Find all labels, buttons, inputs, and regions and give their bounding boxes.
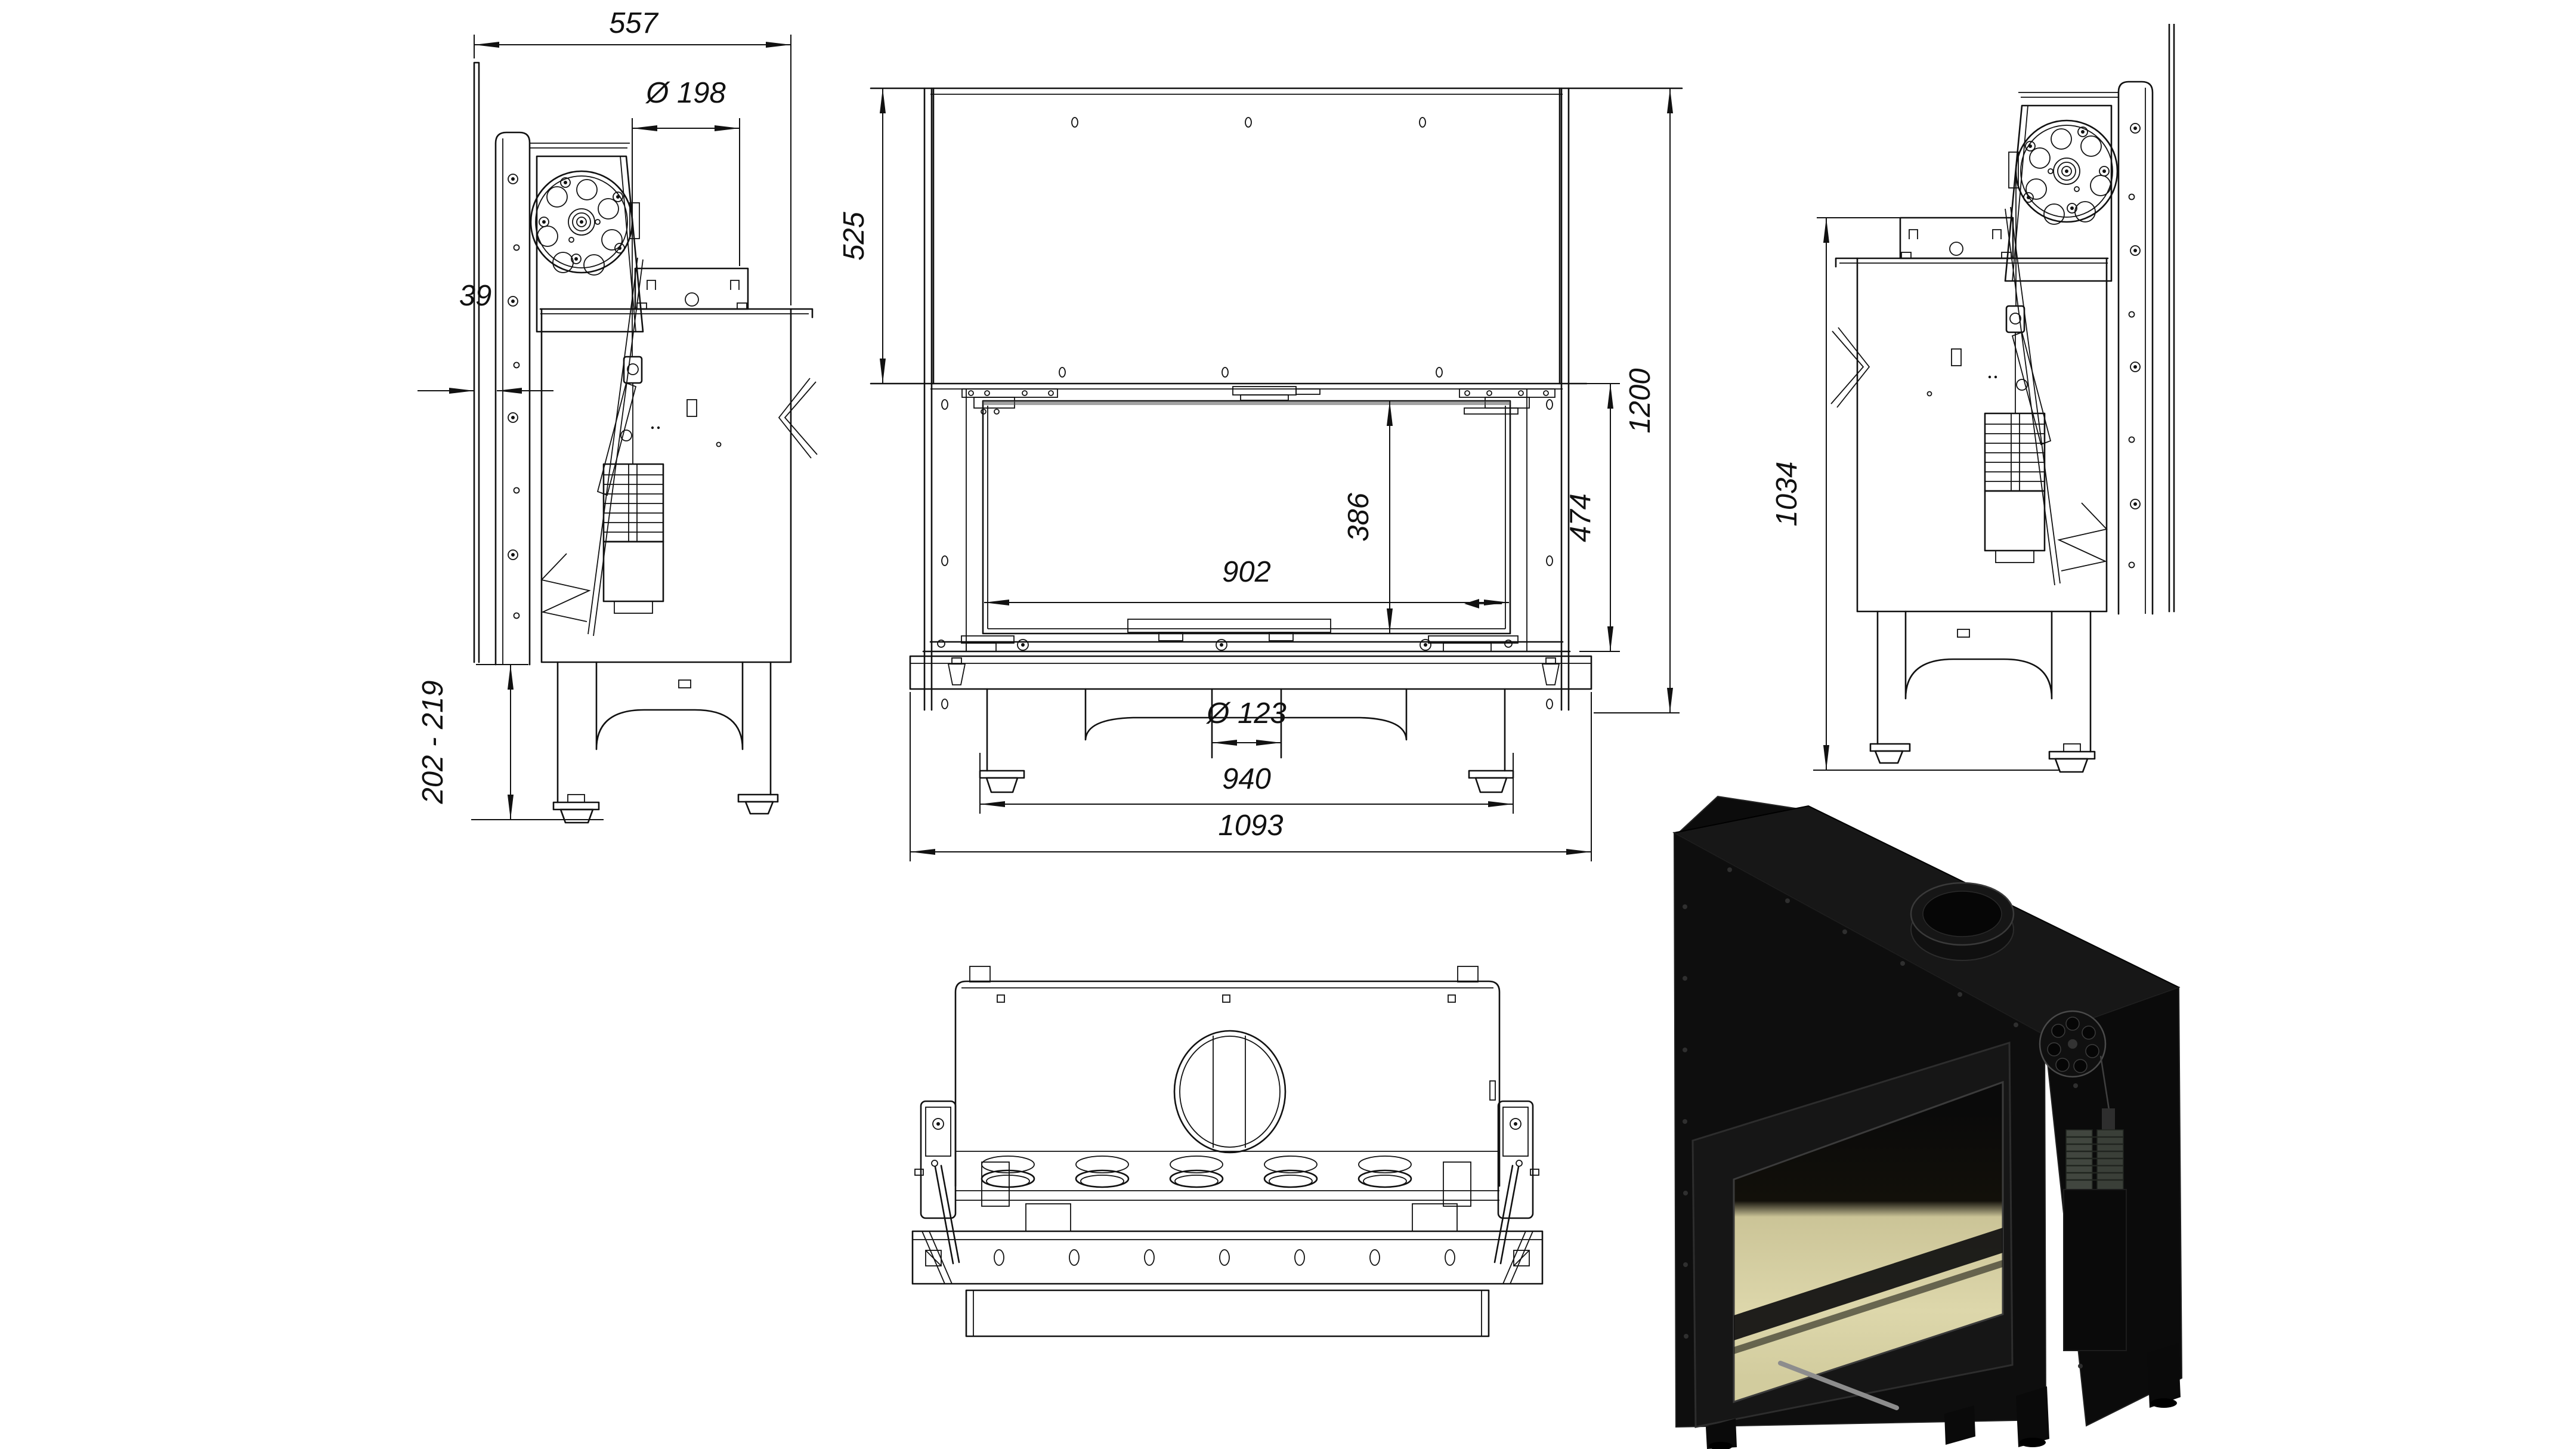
dim-frame-offset-label: 39 — [459, 280, 492, 312]
side-latch-left — [914, 1100, 960, 1265]
dimension-glass-width: 902 — [984, 556, 1509, 606]
side-view-left: 557 Ø 198 39 202 - 219 — [382, 12, 883, 847]
dim-1200-label: 1200 — [1624, 368, 1656, 433]
door-edge-plate — [965, 1289, 1490, 1337]
render-pulley — [2039, 1010, 2107, 1078]
front-view: 525 386 902 474 1200 Ø 123 — [835, 54, 1718, 871]
front-legs — [979, 688, 1514, 793]
dimension-overall-width: 1093 — [910, 692, 1592, 861]
flue-pipe-lines — [1211, 688, 1282, 759]
dim-base-height-label: 202 - 219 — [417, 680, 449, 804]
dimension-base-height: 202 - 219 — [417, 664, 604, 820]
door-glass — [982, 400, 1511, 635]
manifold-bosses — [955, 1151, 1499, 1207]
front-trim-bar — [911, 1230, 1544, 1285]
dimension-total-height: 1200 — [1594, 88, 1680, 713]
dim-123-label: Ø 123 — [1205, 697, 1286, 730]
side-latch-right — [1493, 1100, 1539, 1265]
flue-opening — [1173, 1030, 1287, 1154]
dim-474-label: 474 — [1564, 493, 1597, 542]
render-counterweight — [2063, 1055, 2127, 1351]
door-handle-bar — [1127, 619, 1331, 633]
dim-902-label: 902 — [1222, 556, 1271, 588]
product-3d-render — [1658, 776, 2219, 1449]
edge-bolts — [1683, 867, 2083, 1368]
dim-940-label: 940 — [1222, 763, 1271, 795]
flue-collar — [1910, 882, 2015, 961]
upper-heat-shield — [870, 87, 1683, 385]
door-bottom-hardware — [937, 635, 1519, 652]
dimension-pipe-diameter: Ø 123 — [1205, 697, 1287, 746]
dim-flue-diameter-label: Ø 198 — [645, 77, 725, 109]
dimension-feet-spacing: 940 — [979, 753, 1514, 814]
dimension-flue-diameter: Ø 198 — [632, 77, 740, 266]
dimension-depth: 557 — [474, 12, 791, 305]
handle-rod — [1778, 1361, 1899, 1410]
side-view-right: 1034 — [1765, 24, 2255, 823]
dimension-mounting-height: 1034 — [1771, 217, 2059, 771]
dimension-glass-height: 386 — [1343, 401, 1393, 634]
glass-pane — [1733, 1080, 2004, 1404]
dim-386-label: 386 — [1343, 492, 1375, 542]
door-top-latches — [961, 386, 1556, 415]
base-band — [909, 655, 1592, 690]
top-view — [895, 943, 1646, 1384]
dim-depth-label: 557 — [609, 12, 659, 39]
dim-1093-label: 1093 — [1218, 810, 1283, 842]
dimension-door-height: 474 — [1564, 383, 1620, 652]
dim-525-label: 525 — [838, 211, 870, 261]
dimension-upper-shield-height: 525 — [838, 88, 886, 384]
dim-1034-label: 1034 — [1771, 461, 1803, 526]
render-legs — [1706, 1343, 2181, 1449]
dimension-frame-offset: 39 — [418, 280, 553, 394]
